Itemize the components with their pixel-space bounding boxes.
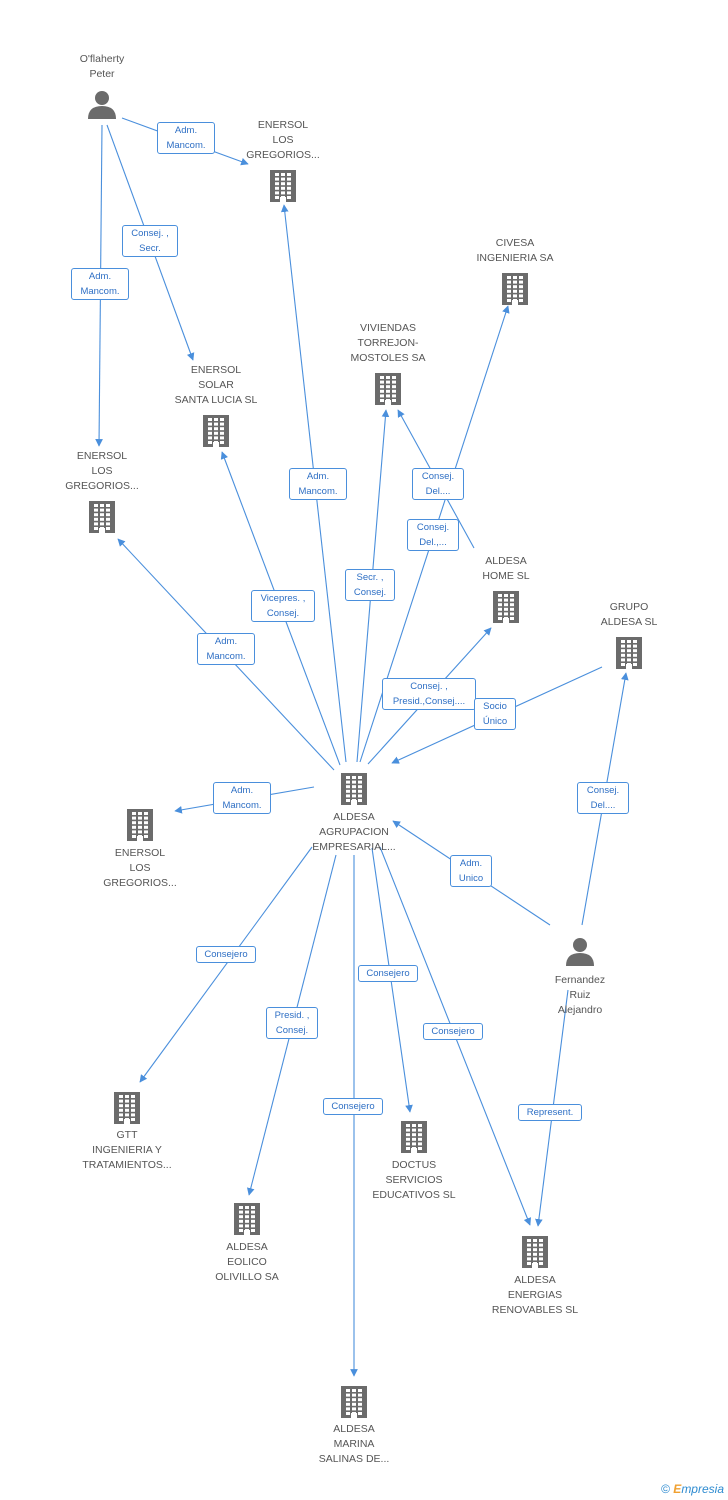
building-icon[interactable] — [493, 591, 519, 623]
building-icon[interactable] — [616, 637, 642, 669]
brand-initial: E — [673, 1482, 682, 1496]
building-icon[interactable] — [502, 273, 528, 305]
person-icon[interactable] — [566, 938, 594, 966]
edge-label-aldesa_agrupacion-to-enersol_solar[interactable]: Vicepres. , Consej. — [251, 590, 315, 622]
person-icon[interactable] — [88, 91, 116, 119]
empresia-watermark: © Empresia — [661, 1482, 724, 1496]
copyright-symbol: © — [661, 1482, 670, 1496]
node-label-enersol_solar[interactable]: ENERSOL SOLAR SANTA LUCIA SL — [174, 364, 258, 406]
edge-aldesa_agrupacion-to-gtt — [139, 846, 313, 1083]
node-label-oflaherty[interactable]: O'flaherty Peter — [79, 53, 125, 80]
node-label-doctus[interactable]: DOCTUS SERVICIOS EDUCATIVOS SL — [372, 1159, 456, 1201]
node-label-enersol_gregorios_top[interactable]: ENERSOL LOS GREGORIOS... — [246, 119, 320, 161]
edge-label-aldesa_agrupacion-to-enersol_gregorios_mid[interactable]: Adm. Mancom. — [213, 782, 271, 814]
node-label-aldesa_agrupacion[interactable]: ALDESA AGRUPACION EMPRESARIAL... — [312, 811, 396, 853]
building-icon[interactable] — [522, 1236, 548, 1268]
edge-label-aldesa_agrupacion-to-aldesa_marina[interactable]: Consejero — [323, 1097, 383, 1115]
building-icon[interactable] — [341, 1386, 367, 1418]
node-label-aldesa_eolico[interactable]: ALDESA EOLICO OLIVILLO SA — [215, 1241, 279, 1283]
edge-label-aldesa_agrupacion-to-doctus[interactable]: Consejero — [358, 964, 418, 982]
edge-label-aldesa_agrupacion-to-aldesa_eolico[interactable]: Presid. , Consej. — [266, 1007, 318, 1039]
building-icon[interactable] — [270, 170, 296, 202]
edge-label-aldesa_agrupacion-to-civesa[interactable]: Consej. Del.,... — [407, 519, 459, 551]
node-label-viviendas[interactable]: VIVIENDAS TORREJON- MOSTOLES SA — [350, 322, 426, 364]
edge-label-aldesa_agrupacion-to-aldesa_energias[interactable]: Consejero — [423, 1022, 483, 1040]
node-label-enersol_gregorios_left[interactable]: ENERSOL LOS GREGORIOS... — [65, 450, 139, 492]
building-icon[interactable] — [341, 773, 367, 805]
edge-label-aldesa_agrupacion-to-enersol_gregorios_left[interactable]: Adm. Mancom. — [197, 633, 255, 665]
edge-label-aldesa_agrupacion-to-viviendas[interactable]: Secr. , Consej. — [345, 569, 395, 601]
node-label-aldesa_marina[interactable]: ALDESA MARINA SALINAS DE... — [318, 1423, 390, 1465]
node-label-gtt[interactable]: GTT INGENIERIA Y TRATAMIENTOS... — [82, 1129, 172, 1171]
edge-label-oflaherty-to-enersol_gregorios_left[interactable]: Adm. Mancom. — [71, 268, 129, 300]
brand-name: mpresia — [681, 1482, 724, 1496]
edge-label-fernandez-to-aldesa_energias[interactable]: Represent. — [518, 1103, 582, 1121]
building-icon[interactable] — [234, 1203, 260, 1235]
building-icon[interactable] — [203, 415, 229, 447]
edge-label-aldesa_agrupacion-to-aldesa_home[interactable]: Consej. , Presid.,Consej.... — [382, 678, 476, 710]
edge-label-aldesa_home-to-viviendas[interactable]: Consej. Del.... — [412, 468, 464, 500]
building-icon[interactable] — [89, 501, 115, 533]
building-icon[interactable] — [375, 373, 401, 405]
node-label-civesa[interactable]: CIVESA INGENIERIA SA — [476, 237, 554, 264]
edge-label-oflaherty-to-enersol_gregorios_top[interactable]: Adm. Mancom. — [157, 122, 215, 154]
edge-label-fernandez-to-aldesa_agrupacion[interactable]: Adm. Unico — [450, 855, 492, 887]
edge-label-aldesa_agrupacion-to-enersol_gregorios_top[interactable]: Adm. Mancom. — [289, 468, 347, 500]
building-icon[interactable] — [127, 809, 153, 841]
node-label-aldesa_home[interactable]: ALDESA HOME SL — [482, 555, 530, 582]
building-icon[interactable] — [401, 1121, 427, 1153]
edge-label-grupo_aldesa-to-aldesa_agrupacion[interactable]: Socio Único — [474, 698, 516, 730]
node-label-aldesa_energias[interactable]: ALDESA ENERGIAS RENOVABLES SL — [491, 1274, 579, 1316]
node-label-enersol_gregorios_mid[interactable]: ENERSOL LOS GREGORIOS... — [103, 847, 177, 889]
node-label-fernandez[interactable]: Fernandez Ruiz Alejandro — [554, 974, 606, 1016]
node-label-grupo_aldesa[interactable]: GRUPO ALDESA SL — [600, 601, 658, 628]
edge-label-fernandez-to-grupo_aldesa[interactable]: Consej. Del.... — [577, 782, 629, 814]
edge-label-aldesa_agrupacion-to-gtt[interactable]: Consejero — [196, 945, 256, 963]
building-icon[interactable] — [114, 1092, 140, 1124]
edge-label-oflaherty-to-enersol_solar[interactable]: Consej. , Secr. — [122, 225, 178, 257]
